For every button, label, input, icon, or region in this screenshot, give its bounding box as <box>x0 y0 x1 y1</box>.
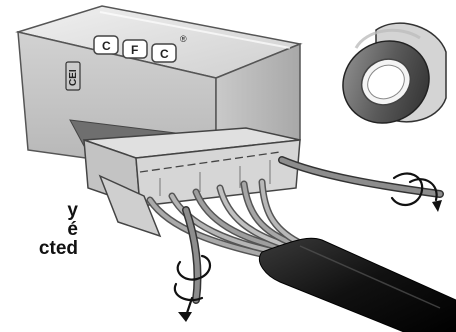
registered-mark: ® <box>180 34 187 44</box>
cable-bundle-icon <box>259 238 456 332</box>
tape-roll-icon <box>328 23 446 138</box>
caption-line-1: y <box>0 201 78 220</box>
caption-line-2: é <box>0 220 78 239</box>
twist-arrow-bottom-icon <box>175 256 210 322</box>
cfc-letter-2: F <box>131 43 138 57</box>
cfc-letter-3: C <box>160 47 169 61</box>
cfc-letter-1: C <box>102 39 111 53</box>
cei-mark-text: CEI <box>68 69 79 86</box>
caption-line-3: cted <box>0 239 78 258</box>
